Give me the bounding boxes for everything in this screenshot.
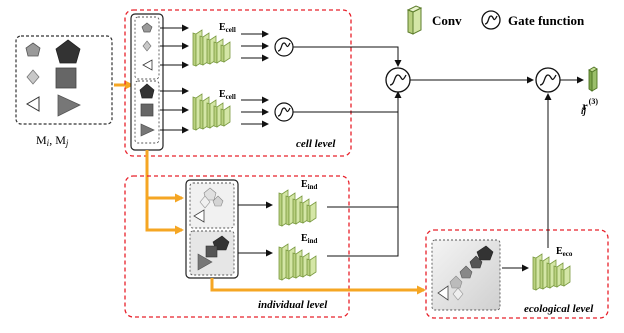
individual-encoder-top xyxy=(278,189,317,227)
cell-split-column xyxy=(130,13,164,151)
individual-to-combine-lines xyxy=(327,92,399,257)
individual-split-column xyxy=(185,179,239,279)
cell-encoder-output-arrows xyxy=(241,30,269,128)
individual-to-ecological-arrow xyxy=(210,278,426,295)
individual-level-box xyxy=(124,175,350,318)
cell-encoder-bottom xyxy=(192,93,231,131)
conv-legend-icon xyxy=(406,5,423,35)
cell-gate-bottom-icon xyxy=(274,102,294,122)
ecological-level-label: ecological level xyxy=(524,303,594,315)
cell-encoder-bottom-label: Ecell xyxy=(219,89,236,101)
cell-encoder-top-label: Ecell xyxy=(219,22,236,34)
cell-row-arrows xyxy=(160,24,189,134)
output-label: r(3)ij xyxy=(581,97,598,116)
legend: Conv Gate function xyxy=(406,5,585,35)
cell-to-individual-arrows xyxy=(145,150,184,235)
cell-encoder-top xyxy=(192,29,231,67)
large-triangle-icon xyxy=(57,94,81,117)
small-diamond-icon xyxy=(26,69,40,85)
ecological-encoder xyxy=(532,253,571,291)
cell-to-combine-lines xyxy=(293,46,402,113)
individual-encoder-top-label: Eind xyxy=(301,179,318,191)
individual-encoder-bottom xyxy=(278,243,317,281)
ecological-encoder-label: Eeco xyxy=(556,246,573,258)
ecological-shapes-panel xyxy=(431,239,501,311)
large-square-icon xyxy=(55,67,77,89)
cell-level-box xyxy=(124,9,352,157)
individual-level-label: individual level xyxy=(258,299,328,311)
gate-legend-label: Gate function xyxy=(508,13,585,28)
cell-level-label: cell level xyxy=(296,138,336,150)
individual-encoder-bottom-label: Eind xyxy=(301,233,318,245)
input-panel: Mi, Mj xyxy=(15,35,113,148)
ecological-level-box xyxy=(425,229,609,319)
output-feature-icon xyxy=(588,66,598,92)
combine-gate-icon xyxy=(385,67,411,93)
final-gate-icon xyxy=(535,67,561,93)
conv-legend-label: Conv xyxy=(432,13,462,28)
gate-legend-icon xyxy=(481,10,501,30)
small-pentagon-icon xyxy=(25,42,41,57)
input-label: Mi, Mj xyxy=(36,133,69,148)
individual-input-arrows xyxy=(238,201,273,257)
small-triangle-icon xyxy=(26,96,40,112)
cell-gate-top-icon xyxy=(274,37,294,57)
large-pentagon-icon xyxy=(55,39,81,64)
